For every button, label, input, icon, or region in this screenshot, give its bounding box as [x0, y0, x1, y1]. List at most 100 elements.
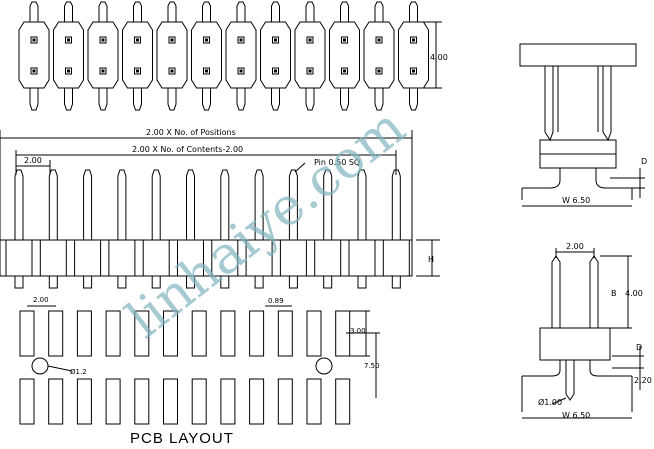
front-pin-tail — [254, 275, 264, 289]
top-pin-square-inner — [32, 38, 36, 42]
top-pin-square-inner — [205, 38, 208, 42]
top-view — [18, 1, 442, 111]
side-view — [519, 43, 645, 207]
leader-line — [47, 365, 73, 372]
pcb-pad-height-label: 3.00 — [350, 327, 366, 335]
front-body-segment — [39, 239, 67, 277]
top-pin-square-inner — [343, 38, 346, 42]
top-pin-tail — [29, 88, 39, 111]
top-body-segment — [363, 21, 395, 89]
front-pin — [323, 169, 333, 240]
front-body-segment — [5, 239, 33, 277]
top-pin-tail — [340, 88, 349, 111]
top-pin-square — [99, 36, 107, 44]
front-body — [0, 239, 413, 277]
front-pin — [220, 169, 230, 240]
top-pin-square — [237, 67, 245, 75]
pcb-hole-label: Ø1.2 — [70, 368, 87, 376]
top-pin-square-inner — [239, 69, 243, 73]
top-pin-square-inner — [136, 69, 139, 73]
contents-label: 2.00 X No. of Contents-2.00 — [132, 145, 243, 154]
top-pin-square — [306, 67, 314, 75]
top-pin-square — [272, 36, 279, 44]
top-pin-square-inner — [274, 38, 277, 42]
top-pin-tip — [271, 1, 280, 22]
top-pin-square — [410, 67, 417, 75]
top-pin-square — [375, 36, 383, 44]
top-pin-square-inner — [170, 69, 174, 73]
top-pin-square — [341, 67, 348, 75]
side-pin-left — [544, 66, 554, 142]
leader-line — [551, 397, 567, 405]
top-pin-tip — [340, 1, 349, 22]
pcb-pad-bottom — [134, 378, 150, 425]
pcb-pad-top — [220, 310, 236, 357]
pcb-pitch-label: 2.00 — [33, 296, 49, 304]
top-pin-square — [65, 67, 72, 75]
top-pin-square-inner — [343, 69, 346, 73]
top-pin-square — [203, 36, 210, 44]
top-pin-square-inner — [239, 38, 243, 42]
top-body-segment — [122, 21, 153, 89]
front-pin — [288, 169, 298, 240]
top-pin-square — [65, 36, 72, 44]
front-body-segment — [74, 239, 102, 277]
top-pin-tip — [29, 1, 39, 22]
side-leg-left — [522, 168, 561, 189]
positions-label: 2.00 X No. of Positions — [146, 128, 236, 137]
top-pin-square-inner — [32, 69, 36, 73]
bottom-pitch-label: 2.00 — [566, 242, 584, 251]
top-pin-tip — [236, 1, 246, 22]
top-pin-square-inner — [274, 69, 277, 73]
top-body-segment — [156, 21, 188, 89]
pcb-pad-top — [19, 310, 35, 357]
top-pin-tail — [305, 88, 315, 111]
front-pin — [117, 169, 127, 240]
top-pin-square — [341, 36, 348, 44]
top-pin-square — [168, 36, 176, 44]
top-pin-square-inner — [101, 38, 105, 42]
front-pin — [151, 169, 161, 240]
top-pin-square-inner — [101, 69, 105, 73]
top-pin-square — [237, 36, 245, 44]
top-body-segment — [398, 21, 429, 89]
top-pin-square-inner — [67, 38, 70, 42]
top-pin-tail — [98, 88, 108, 111]
top-pin-tail — [409, 88, 418, 111]
top-body-segment — [191, 21, 222, 89]
bottom-d-label: D — [636, 343, 642, 352]
front-pin-tail — [288, 275, 298, 289]
pcb-pad-bottom — [220, 378, 236, 425]
pcb-pad-top — [105, 310, 121, 357]
top-pin-square-inner — [170, 38, 174, 42]
top-pin-square-inner — [136, 38, 139, 42]
front-pin — [14, 169, 24, 240]
side-cap — [519, 43, 637, 67]
top-pin-square — [99, 67, 107, 75]
leader-line — [294, 162, 306, 173]
top-pin-square-inner — [412, 38, 415, 42]
front-pin — [48, 169, 58, 240]
front-pin-tail — [48, 275, 58, 289]
top-pin-square — [168, 67, 176, 75]
pcb-mount-hole — [315, 357, 333, 375]
top-pin-square-inner — [412, 69, 415, 73]
top-pin-tail — [374, 88, 384, 111]
pcb-pad-top — [48, 310, 64, 357]
pcb-pad-top — [249, 310, 265, 357]
pcb-layout-title: PCB LAYOUT — [130, 430, 234, 447]
top-pin-square — [134, 67, 141, 75]
top-pin-tip — [305, 1, 315, 22]
front-body-segment — [314, 239, 342, 277]
bottom-body — [539, 327, 611, 361]
front-body-segment — [348, 239, 376, 277]
pin-size-label: Pin 0.50 SQ — [314, 158, 360, 167]
top-pin-tail — [167, 88, 177, 111]
front-pin — [391, 169, 401, 240]
bottom-220-label: 2.20 — [634, 376, 652, 385]
pcb-pad-bottom — [48, 378, 64, 425]
side-view-lower — [521, 248, 644, 419]
front-pin-tail — [83, 275, 93, 289]
side-pin-right — [602, 66, 612, 142]
